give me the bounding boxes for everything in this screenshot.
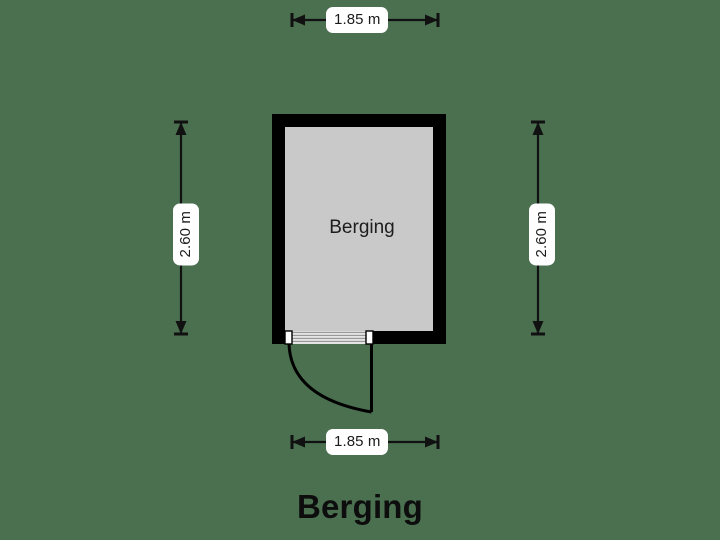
room-floor <box>285 127 433 331</box>
dimension-label-bottom: 1.85 m <box>326 429 389 455</box>
door-assembly <box>284 330 374 414</box>
door-swing-arc <box>287 343 372 414</box>
room-name-label: Berging <box>329 217 395 238</box>
door-threshold <box>284 330 374 345</box>
dimension-label-right: 2.60 m <box>529 203 555 266</box>
page-title: Berging <box>296 488 424 525</box>
dimension-label-left: 2.60 m <box>173 203 199 266</box>
dimension-label-top: 1.85 m <box>326 7 389 33</box>
